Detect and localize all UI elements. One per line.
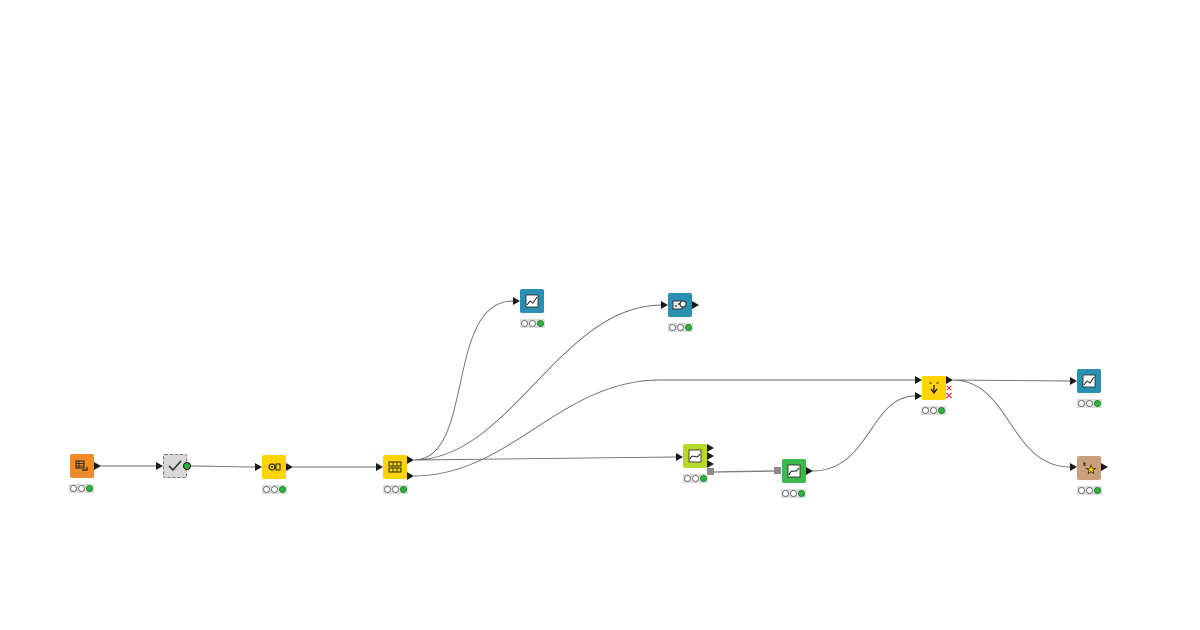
- table-creator-node[interactable]: [70, 454, 94, 478]
- table-reader-icon: [75, 460, 88, 471]
- status-light-green: [938, 407, 945, 414]
- connection-partition-to-joiner[interactable]: [413, 379, 915, 477]
- connection-joiner-to-scorer[interactable]: [952, 379, 1071, 468]
- predictor-curve-icon: [688, 449, 702, 463]
- status-light-yellow: [529, 320, 536, 327]
- output-port[interactable]: [286, 463, 293, 471]
- status-light-yellow: [271, 486, 278, 493]
- status-light-green: [798, 490, 805, 497]
- node-status-indicator: [383, 485, 408, 494]
- input-port-bottom[interactable]: [915, 392, 922, 400]
- node-status-indicator: [921, 406, 946, 415]
- output-port-top[interactable]: [407, 456, 414, 464]
- model-output-port[interactable]: [707, 468, 714, 475]
- status-light-yellow: [930, 407, 937, 414]
- line-chart-icon: [1082, 374, 1096, 388]
- output-port[interactable]: [94, 462, 101, 470]
- status-light-yellow: [1086, 400, 1093, 407]
- join-arrow-icon: [929, 382, 939, 395]
- model-input-port[interactable]: [774, 467, 781, 474]
- output-port[interactable]: [806, 467, 813, 475]
- grid-partition-icon: [388, 461, 402, 473]
- input-port[interactable]: [376, 463, 383, 471]
- node-status-indicator: [668, 323, 693, 332]
- star-score-icon: [1083, 462, 1097, 475]
- line-plot-node-right[interactable]: [1077, 369, 1101, 393]
- predictor-node[interactable]: [683, 444, 707, 468]
- connection-partition-to-viewer[interactable]: [413, 304, 663, 461]
- output-port[interactable]: [946, 376, 953, 384]
- joiner-node[interactable]: [922, 376, 946, 400]
- node-status-indicator: [781, 489, 806, 498]
- status-light-red: [384, 486, 391, 493]
- status-light-green: [1094, 400, 1101, 407]
- status-light-red: [669, 324, 676, 331]
- status-light-green: [537, 320, 544, 327]
- output-port-bottom[interactable]: [407, 472, 414, 480]
- connection-partition-to-predictor[interactable]: [413, 456, 677, 461]
- output-port-2[interactable]: [707, 452, 714, 460]
- status-light-red: [1078, 487, 1085, 494]
- status-light-red: [922, 407, 929, 414]
- output-port-1[interactable]: [707, 444, 714, 452]
- status-light-red: [684, 475, 691, 482]
- node-status-indicator: [1077, 399, 1102, 408]
- scatter-viewer-node[interactable]: [668, 293, 692, 317]
- partitioning-node[interactable]: [383, 455, 407, 479]
- inactive-port-x-icon: [946, 392, 952, 399]
- flow-variable-port[interactable]: [183, 462, 191, 470]
- status-light-green: [400, 486, 407, 493]
- scatter-matrix-icon: [672, 300, 687, 310]
- status-light-yellow: [1086, 487, 1093, 494]
- output-port[interactable]: [692, 301, 699, 309]
- status-light-yellow: [392, 486, 399, 493]
- status-light-yellow: [677, 324, 684, 331]
- node-status-indicator: [69, 484, 94, 493]
- input-port-top[interactable]: [915, 376, 922, 384]
- node-status-indicator: [683, 474, 708, 483]
- output-port[interactable]: [1101, 463, 1108, 471]
- status-light-green: [86, 485, 93, 492]
- column-filter-node[interactable]: [262, 455, 286, 479]
- status-light-green: [279, 486, 286, 493]
- node-status-indicator: [520, 319, 545, 328]
- input-port[interactable]: [156, 462, 163, 470]
- input-port[interactable]: [1070, 377, 1077, 385]
- line-chart-icon: [525, 294, 539, 308]
- input-port[interactable]: [661, 301, 668, 309]
- inactive-port-x-icon: [946, 385, 952, 391]
- status-light-red: [263, 486, 270, 493]
- connection-learner-to-joiner[interactable]: [811, 395, 916, 472]
- status-light-red: [1078, 400, 1085, 407]
- learner-node[interactable]: [782, 459, 806, 483]
- status-light-red: [782, 490, 789, 497]
- status-light-green: [1094, 487, 1101, 494]
- scorer-node[interactable]: [1077, 456, 1101, 480]
- input-port[interactable]: [513, 297, 520, 305]
- node-status-indicator: [1077, 486, 1102, 495]
- connection-joiner-to-lineplot-right[interactable]: [952, 379, 1071, 382]
- gear-filter-icon: [268, 463, 281, 471]
- connection-component-to-filter[interactable]: [189, 465, 259, 468]
- input-port[interactable]: [1070, 463, 1077, 471]
- line-plot-node[interactable]: [520, 289, 544, 313]
- connection-predictor-to-learner[interactable]: [713, 470, 775, 473]
- status-light-red: [70, 485, 77, 492]
- node-status-indicator: [262, 485, 287, 494]
- learner-curve-icon: [787, 464, 801, 478]
- connection-partition-to-lineplot[interactable]: [413, 300, 514, 461]
- status-light-yellow: [692, 475, 699, 482]
- status-light-red: [521, 320, 528, 327]
- output-port-3[interactable]: [707, 460, 714, 468]
- status-light-green: [685, 324, 692, 331]
- input-port[interactable]: [255, 463, 262, 471]
- input-port[interactable]: [676, 453, 683, 461]
- checkmark-icon: [168, 460, 182, 472]
- status-light-yellow: [790, 490, 797, 497]
- status-light-yellow: [78, 485, 85, 492]
- status-light-green: [700, 475, 707, 482]
